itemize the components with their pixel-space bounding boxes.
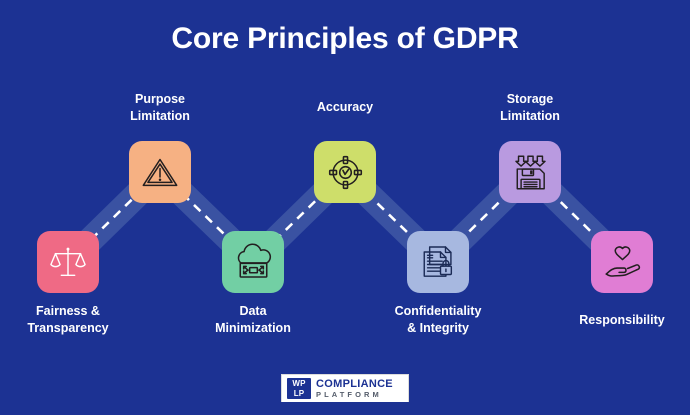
step-label-line-2: Limitation [130,109,190,123]
footer-logo[interactable]: WP LP COMPLIANCE PLATFORM [281,374,409,403]
floppy-disk-download-icon [510,152,551,193]
logo-mark: WP LP [287,378,311,399]
page-title: Core Principles of GDPR [171,22,519,55]
step-label-line-1: Data [239,304,267,318]
cloud-minimize-icon [233,242,274,283]
step-tile-data-minimization[interactable] [222,231,284,293]
logo-mark-line-2: LP [293,388,305,398]
step-label-line-1: Responsibility [579,313,665,327]
hand-heart-icon [602,242,643,283]
step-tile-purpose-limitation[interactable] [129,141,191,203]
balance-scale-icon [48,242,88,282]
step-label-line-1: Confidentiality [394,304,482,318]
step-label-confidentiality-integrity: Confidentiality & Integrity [363,303,513,337]
logo-text: COMPLIANCE PLATFORM [316,378,393,399]
step-tile-responsibility[interactable] [591,231,653,293]
step-tile-fairness-transparency[interactable] [37,231,99,293]
logo-word-platform: PLATFORM [316,390,382,399]
step-label-line-1: Purpose [134,92,185,106]
logo-underline [281,402,409,404]
step-tile-storage-limitation[interactable] [499,141,561,203]
step-label-data-minimization: Data Minimization [178,303,328,337]
target-check-icon [325,152,366,193]
step-label-line-2: Limitation [500,109,560,123]
document-lock-icon [418,242,458,282]
step-label-line-1: Accuracy [316,100,374,114]
step-label-line-1: Storage [506,92,554,106]
step-label-responsibility: Responsibility [547,312,690,329]
step-label-line-2: Transparency [27,321,109,335]
step-label-storage-limitation: Storage Limitation [455,91,605,125]
step-label-fairness-transparency: Fairness & Transparency [0,303,143,337]
step-label-line-1: Fairness & [36,304,100,318]
step-label-line-2: Minimization [215,321,291,335]
logo-mark-line-1: WP [292,379,306,388]
step-tile-accuracy[interactable] [314,141,376,203]
warning-triangle-icon [140,152,180,192]
step-tile-confidentiality-integrity[interactable] [407,231,469,293]
step-label-purpose-limitation: Purpose Limitation [85,91,235,125]
logo-word-compliance: COMPLIANCE [316,378,393,390]
step-label-line-2: & Integrity [407,321,469,335]
step-label-accuracy: Accuracy [270,99,420,116]
